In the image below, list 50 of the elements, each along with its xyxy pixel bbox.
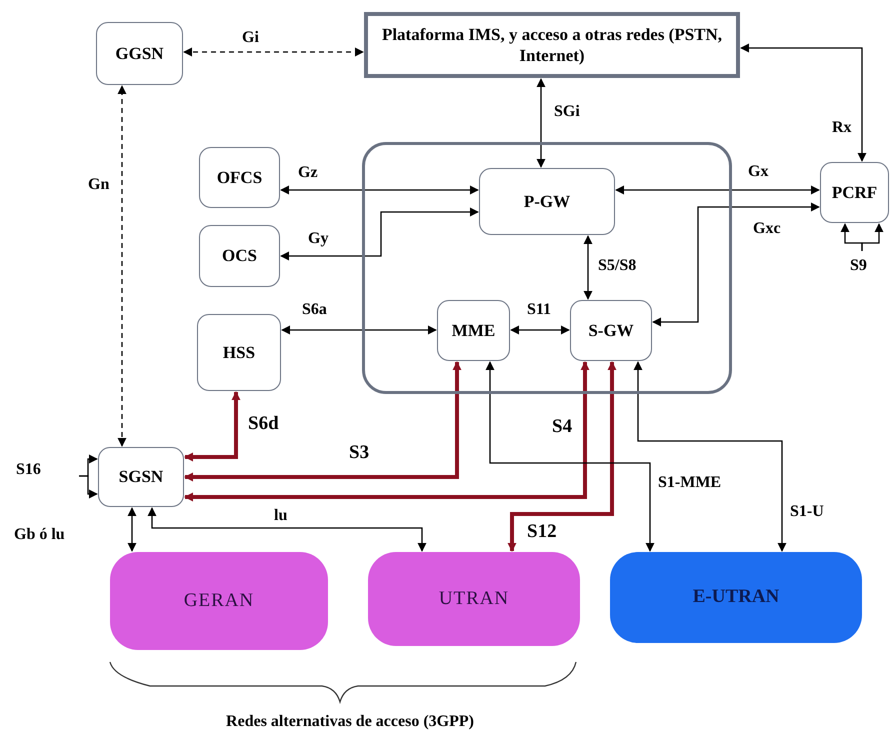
node-label: E-UTRAN: [692, 585, 780, 610]
thick-arrow: [184, 361, 590, 502]
arrow: [536, 78, 546, 168]
node-label: PCRF: [832, 182, 878, 204]
arrow: [118, 85, 126, 447]
thick-arrow: [508, 361, 616, 552]
network-node-box: [437, 300, 510, 361]
node-label: OCS: [222, 245, 257, 268]
arrow: [615, 186, 820, 194]
node-label: OFCS: [216, 166, 262, 189]
arrow: [584, 235, 592, 300]
network-node-box: [570, 300, 652, 361]
arrow: [861, 223, 884, 251]
core-network-box: [362, 142, 732, 394]
arrow: [148, 507, 426, 552]
arrow: [634, 361, 786, 552]
network-node-box: [199, 225, 280, 287]
network-node-box: [98, 447, 184, 507]
node-label: HSS: [222, 342, 256, 364]
network-node-box: [96, 22, 183, 85]
platform-box: [364, 12, 740, 78]
arrow: [740, 44, 866, 162]
edge-label: Gy: [306, 231, 330, 247]
node-label: UTRAN: [438, 586, 510, 611]
network-node-box: [197, 314, 281, 391]
caption-label: Redes alternativas de acceso (3GPP): [225, 712, 475, 732]
arrow: [486, 361, 654, 552]
access-network-box: [110, 552, 328, 650]
node-label: SGSN: [118, 466, 164, 488]
arrow: [183, 48, 364, 56]
node-label: GERAN: [184, 588, 254, 613]
arrow: [652, 202, 820, 326]
arrow: [128, 507, 136, 552]
network-node-box: [199, 147, 280, 208]
arrow: [79, 475, 98, 498]
arrow: [510, 326, 570, 334]
arrow: [280, 186, 479, 194]
arrow: [280, 208, 479, 260]
node-label: S-GW: [588, 320, 634, 342]
thick-arrow: [184, 391, 240, 462]
thick-arrow: [184, 361, 462, 482]
access-network-box: [610, 552, 862, 643]
node-label: MME: [452, 320, 496, 342]
node-label: Plataforma IMS, y acceso a otras redes (PSTN, Internet): [380, 24, 724, 66]
access-network-box: [368, 552, 580, 646]
node-label: P-GW: [524, 190, 570, 213]
arrow: [281, 326, 437, 334]
node-label: GGSN: [115, 42, 164, 65]
network-node-box: [479, 168, 615, 235]
network-node-box: [820, 162, 889, 223]
